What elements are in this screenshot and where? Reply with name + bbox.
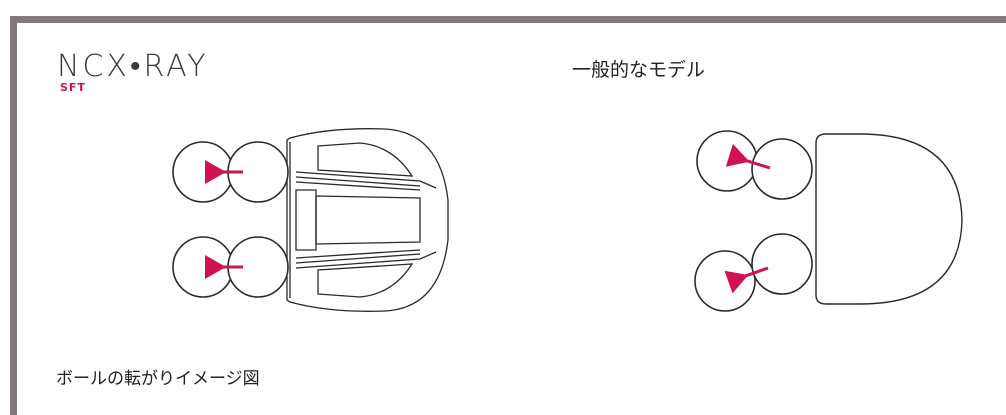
brand-logo-subtitle: SFT xyxy=(60,81,86,94)
putter-rail-bottom xyxy=(295,251,437,269)
generic-arrow-top xyxy=(725,143,771,170)
figure-caption: ボールの転がりイメージ図 xyxy=(56,369,260,389)
putter-center-block xyxy=(315,195,421,245)
ncx-ray-balls xyxy=(172,141,289,298)
frame-border-left xyxy=(10,16,17,415)
generic-ball-top-right xyxy=(751,138,813,200)
frame-border-top xyxy=(10,16,1006,23)
putter-rail-bottom-2 xyxy=(295,253,421,264)
putter-rail-top-3 xyxy=(295,181,421,191)
generic-ball-bottom-right xyxy=(751,233,813,295)
ncx-ray-arrows xyxy=(205,160,243,279)
generic-arrows xyxy=(724,143,771,294)
putter-center-cavity xyxy=(295,189,317,251)
putter-rail-top xyxy=(295,171,437,189)
putter-inner-top-wing xyxy=(317,142,414,177)
putter-rail-bottom-3 xyxy=(295,249,421,259)
brand-logo-title: NCX•RAY xyxy=(57,49,209,84)
putter-rail-top-2 xyxy=(295,176,421,187)
putter-head-outline xyxy=(286,128,449,312)
generic-arrow-bottom xyxy=(724,266,769,294)
generic-head-outline xyxy=(815,133,963,305)
generic-model-label: 一般的なモデル xyxy=(572,59,706,81)
ncx-ray-putter-head xyxy=(286,128,449,312)
generic-balls xyxy=(694,130,813,312)
generic-putter-head xyxy=(815,133,963,305)
putter-inner-bottom-wing xyxy=(317,263,414,298)
generic-ball-bottom-left xyxy=(694,250,756,312)
